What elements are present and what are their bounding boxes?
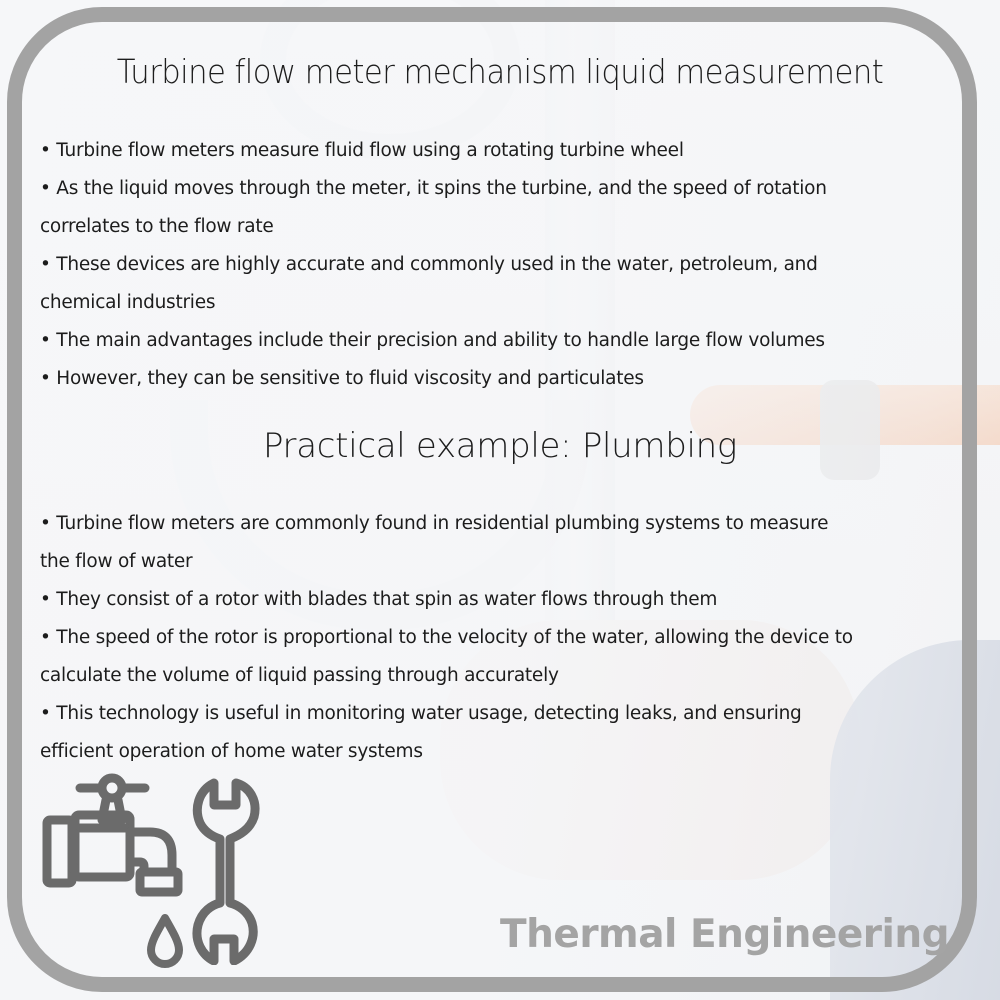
- list-item: chemical industries: [40, 292, 216, 313]
- list-item: correlates to the flow rate: [40, 216, 274, 237]
- list-item: • This technology is useful in monitorin…: [40, 703, 802, 724]
- list-item: • These devices are highly accurate and …: [40, 254, 818, 275]
- overview-bullet-list: • Turbine flow meters measure fluid flow…: [40, 132, 940, 398]
- list-item: • They consist of a rotor with blades th…: [40, 589, 718, 610]
- brand-watermark: Thermal Engineering: [500, 912, 950, 957]
- list-item: • However, they can be sensitive to flui…: [40, 368, 644, 389]
- list-item: • Turbine flow meters measure fluid flow…: [40, 140, 684, 161]
- list-item: the flow of water: [40, 551, 193, 572]
- rounded-frame: [7, 7, 977, 992]
- list-item: • The speed of the rotor is proportional…: [40, 627, 853, 648]
- faucet-icon: [42, 773, 183, 897]
- section-heading: Practical example: Plumbing: [262, 426, 738, 466]
- list-item: • The main advantages include their prec…: [40, 330, 825, 351]
- list-item: efficient operation of home water system…: [40, 741, 423, 762]
- page-title: Turbine flow meter mechanism liquid meas…: [116, 52, 884, 91]
- example-bullet-list: • Turbine flow meters are commonly found…: [40, 505, 940, 771]
- list-item: • Turbine flow meters are commonly found…: [40, 513, 829, 534]
- list-item: calculate the volume of liquid passing t…: [40, 665, 559, 686]
- wrench-icon: [192, 778, 260, 965]
- water-drop-icon: [147, 914, 183, 968]
- list-item: • As the liquid moves through the meter,…: [40, 178, 827, 199]
